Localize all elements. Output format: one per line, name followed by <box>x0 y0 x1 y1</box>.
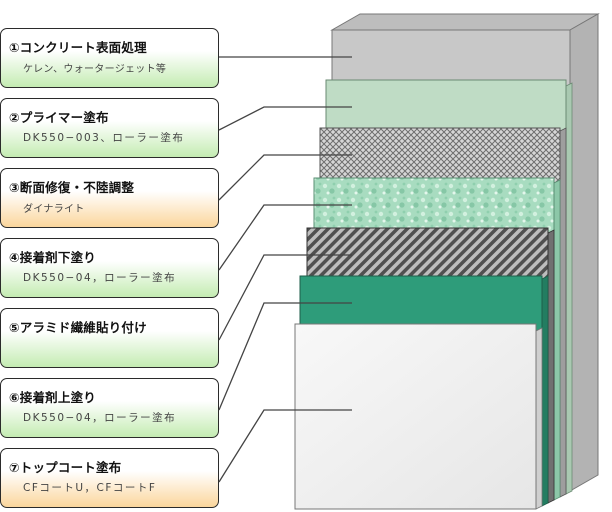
leader-line-2 <box>218 106 352 131</box>
label-7: ⑦トップコート塗布 CFコートU，CFコートF <box>0 448 219 508</box>
label-6: ⑥接着剤上塗り DK550−04，ローラー塗布 <box>0 378 219 438</box>
label-7-subtitle: CFコートU，CFコートF <box>23 482 157 494</box>
label-4-title: ④接着剤下塗り <box>9 250 96 265</box>
leader-line-5 <box>218 254 352 341</box>
label-4: ④接着剤下塗り DK550−04，ローラー塗布 <box>0 238 219 298</box>
leader-line-4 <box>218 204 352 271</box>
label-5-title: ⑤アラミド繊維貼り付け <box>9 320 147 335</box>
label-6-subtitle: DK550−04，ローラー塗布 <box>23 412 177 424</box>
label-2-subtitle: DK550−003、ローラー塗布 <box>23 132 185 144</box>
label-6-title: ⑥接着剤上塗り <box>9 390 96 405</box>
label-1-title: ①コンクリート表面処理 <box>9 40 147 55</box>
label-1-subtitle: ケレン、ウォータージェット等 <box>23 64 167 75</box>
label-3-subtitle: ダイナライト <box>23 204 85 215</box>
label-7-title: ⑦トップコート塗布 <box>9 460 122 475</box>
label-3: ③断面修復・不陸調整 ダイナライト <box>0 168 219 228</box>
leader-lines <box>218 56 352 483</box>
label-4-subtitle: DK550−04，ローラー塗布 <box>23 272 177 284</box>
label-5: ⑤アラミド繊維貼り付け <box>0 308 219 368</box>
leader-line-7 <box>218 409 352 483</box>
label-2: ②プライマー塗布 DK550−003、ローラー塗布 <box>0 98 219 158</box>
label-1: ①コンクリート表面処理 ケレン、ウォータージェット等 <box>0 28 219 88</box>
concrete-top <box>330 13 600 31</box>
concrete-side <box>569 13 599 492</box>
label-3-title: ③断面修復・不陸調整 <box>9 180 135 195</box>
leader-line-3 <box>218 154 352 201</box>
label-2-title: ②プライマー塗布 <box>9 110 109 125</box>
leader-line-6 <box>218 302 352 411</box>
layer-topcoat <box>294 323 543 510</box>
